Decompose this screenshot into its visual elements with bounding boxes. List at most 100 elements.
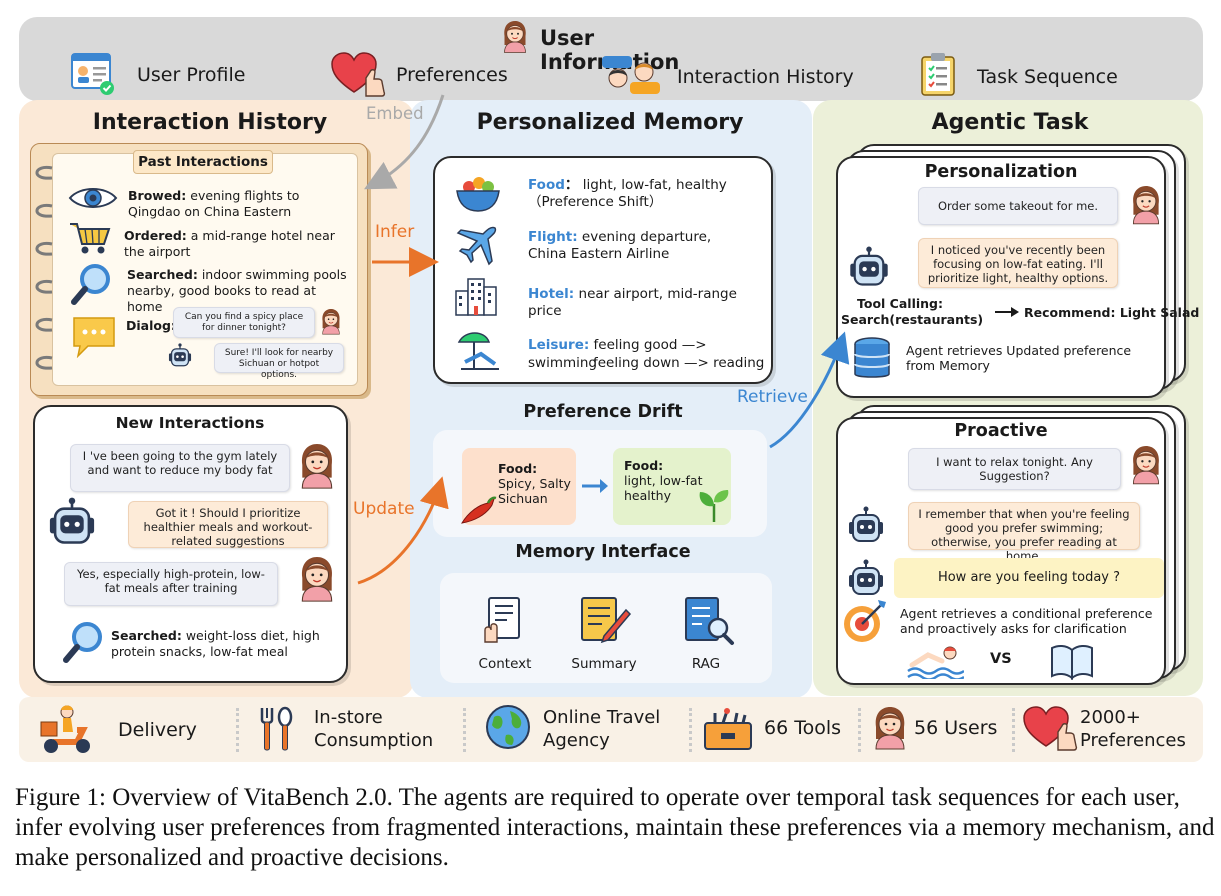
proactive-user-message: I want to relax tonight. Any Suggestion? bbox=[908, 448, 1121, 490]
footer-divider bbox=[463, 708, 466, 752]
memory-hotel-label: Hotel: bbox=[528, 286, 575, 302]
flow-arrows bbox=[357, 94, 850, 585]
right-arrow-icon bbox=[582, 479, 608, 493]
rag-search-document-icon bbox=[685, 597, 734, 645]
footer-tools-count: 66 Tools bbox=[764, 717, 842, 739]
personalization-user-message: Order some takeout for me. bbox=[918, 187, 1118, 225]
personalized-memory-title: Personalized Memory bbox=[476, 110, 744, 135]
past-browsed-label: Browed: bbox=[128, 188, 187, 203]
embed-arrow-label: Embed bbox=[366, 104, 424, 123]
versus-label: VS bbox=[990, 651, 1012, 667]
tool-calling-label: Tool Calling: bbox=[857, 296, 943, 311]
proactive-note: Agent retrieves a conditional preference… bbox=[900, 606, 1153, 636]
database-icon bbox=[854, 337, 890, 378]
preference-drift-title: Preference Drift bbox=[523, 402, 683, 422]
agentic-task-title: Agentic Task bbox=[931, 110, 1089, 135]
sprout-icon bbox=[699, 490, 729, 522]
header-item-task-sequence: Task Sequence bbox=[977, 66, 1118, 88]
personalization-retrieve-note: Agent retrieves Updated preference from … bbox=[906, 343, 1132, 373]
proactive-bot-message: I remember that when you're feeling good… bbox=[908, 502, 1140, 563]
interaction-history-people-icon bbox=[602, 56, 660, 94]
drift-new-label: Food: bbox=[624, 458, 664, 473]
new-interactions-title: New Interactions bbox=[115, 414, 265, 432]
past-interactions-title-tag bbox=[133, 150, 273, 174]
footer-divider bbox=[1012, 708, 1015, 752]
footer-delivery: Delivery bbox=[118, 719, 197, 741]
preferences-heart-icon bbox=[1023, 706, 1078, 751]
notebook-spiral-icon bbox=[35, 165, 53, 370]
beach-lounger-icon bbox=[457, 332, 499, 370]
footer-users-count: 56 Users bbox=[914, 717, 998, 739]
footer-divider bbox=[236, 708, 239, 752]
drift-new-preference bbox=[613, 448, 731, 525]
memory-flight-text: evening departure, China Eastern Airline bbox=[528, 229, 712, 262]
past-searched-entry: Searched: indoor swimming pools nearby, … bbox=[127, 267, 355, 315]
new-user-message-1: I 've been going to the gym lately and w… bbox=[70, 444, 290, 492]
memory-food-entry: Food： light, low-fat, healthy （Preferenc… bbox=[528, 177, 727, 210]
header-item-preferences: Preferences bbox=[396, 64, 508, 86]
past-ordered-entry: Ordered: a mid-range hotel near the airp… bbox=[124, 228, 344, 260]
right-arrow-icon bbox=[995, 307, 1019, 317]
header-item-interaction-history: Interaction History bbox=[677, 66, 854, 88]
memory-leisure-label: Leisure: bbox=[528, 337, 590, 353]
past-searched-text: indoor swimming pools nearby, good books… bbox=[127, 267, 347, 314]
user-information-title: User Information bbox=[540, 26, 679, 74]
footer-divider bbox=[689, 708, 692, 752]
target-dart-icon bbox=[844, 600, 886, 642]
swimmer-icon bbox=[907, 646, 964, 679]
preferences-heart-icon bbox=[331, 52, 386, 97]
infer-arrow-label: Infer bbox=[375, 222, 415, 242]
header-item-user-profile: User Profile bbox=[137, 64, 246, 86]
interface-rag-label: RAG bbox=[691, 656, 721, 672]
past-dialog-bot-bubble: Sure! I'll look for nearby Sichuan or ho… bbox=[214, 343, 344, 380]
past-ordered-label: Ordered: bbox=[124, 228, 187, 243]
footer-stats-panel bbox=[19, 697, 1203, 762]
memory-food-label: Food bbox=[528, 177, 565, 193]
past-interactions-title: Past Interactions bbox=[138, 154, 268, 170]
new-bot-message: Got it ! Should I prioritize healthier m… bbox=[128, 501, 328, 548]
task-sequence-clipboard-icon bbox=[921, 53, 955, 96]
memory-hotel-entry: Hotel: near airport, mid-range price bbox=[528, 286, 748, 320]
memory-interface-title: Memory Interface bbox=[515, 542, 691, 562]
fork-spoon-icon bbox=[260, 706, 293, 751]
proactive-clarification-question: How are you feeling today ? bbox=[894, 558, 1164, 598]
personalization-title: Personalization bbox=[924, 162, 1078, 182]
toolbox-icon bbox=[704, 708, 752, 750]
memory-flight-label: Flight: bbox=[528, 229, 578, 245]
chili-pepper-icon bbox=[461, 496, 497, 524]
interface-context-label: Context bbox=[478, 656, 532, 672]
memory-flight-entry: Flight: evening departure, China Eastern… bbox=[528, 229, 748, 263]
context-document-icon bbox=[484, 597, 520, 643]
drift-new-text-block: Food: light, low-fat healthy bbox=[624, 458, 724, 503]
tool-call-function: Search(restaurants) bbox=[841, 312, 984, 327]
memory-leisure-line2: feeling down —> reading bbox=[593, 355, 765, 371]
open-book-icon bbox=[1051, 644, 1093, 680]
drift-new-text: light, low-fat healthy bbox=[624, 473, 703, 503]
figure-caption: Figure 1: Overview of VitaBench 2.0. The… bbox=[15, 784, 1215, 871]
memory-food-text: light, low-fat, healthy （Preference Shif… bbox=[528, 177, 727, 210]
update-arrow-label: Update bbox=[353, 499, 415, 519]
interface-summary-label: Summary bbox=[571, 656, 637, 672]
eye-icon bbox=[68, 188, 118, 208]
interaction-history-title: Interaction History bbox=[92, 110, 328, 135]
retrieve-arrow bbox=[769, 331, 850, 449]
update-arrow bbox=[357, 476, 449, 585]
new-searched-entry: Searched: weight-loss diet, high protein… bbox=[111, 628, 327, 660]
past-dialog-label: Dialog: bbox=[126, 318, 176, 333]
footer-divider bbox=[858, 708, 861, 752]
drift-old-label: Food: bbox=[498, 461, 538, 476]
drift-old-text-block: Food: Spicy, Salty Sichuan bbox=[498, 461, 578, 506]
hotel-building-icon bbox=[455, 278, 497, 316]
memory-leisure-entry: Leisure: feeling good —> swimming bbox=[528, 336, 768, 372]
memory-hotel-text: near airport, mid-range price bbox=[528, 286, 737, 319]
user-avatar-icon bbox=[870, 700, 910, 754]
footer-in-store-consumption: In-store Consumption bbox=[314, 707, 434, 751]
footer-preferences-count: 2000+ Preferences bbox=[1080, 707, 1186, 751]
globe-icon bbox=[486, 705, 530, 749]
past-searched-label: Searched: bbox=[127, 267, 198, 282]
drift-old-text: Spicy, Salty Sichuan bbox=[498, 476, 571, 506]
past-ordered-text: a mid-range hotel near the airport bbox=[124, 228, 335, 259]
retrieve-arrow-label: Retrieve bbox=[737, 387, 808, 407]
proactive-title: Proactive bbox=[954, 421, 1048, 441]
past-browsed-text: evening flights to Qingdao on China East… bbox=[128, 188, 300, 219]
